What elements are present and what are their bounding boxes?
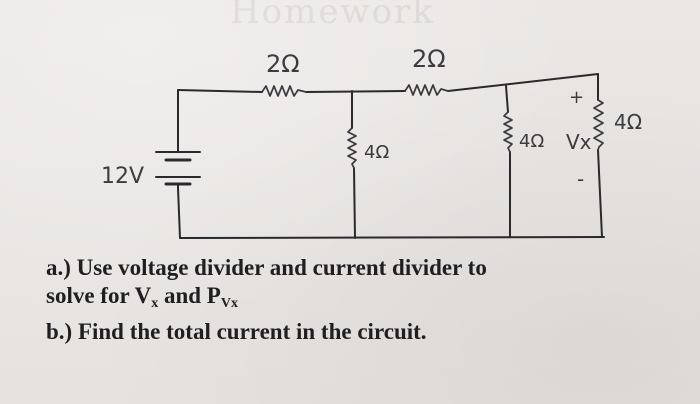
right-resistor-label: 4Ω <box>614 110 642 134</box>
vx-label: Vx <box>566 130 592 154</box>
wire-r1-to-r2 <box>305 90 406 93</box>
top-resistor-right-zigzag <box>404 84 449 96</box>
faded-header-text: Homework <box>230 0 435 32</box>
top-resistor-left-label: 2Ω <box>266 50 300 78</box>
minus-sign: - <box>577 167 584 191</box>
wire-shunt1-bottom <box>353 167 356 239</box>
plus-sign: + <box>569 87 584 108</box>
battery-symbol <box>155 151 201 189</box>
wire-shunt2-top <box>505 85 509 113</box>
shunt1-resistor-zigzag <box>347 127 357 169</box>
shunt2-resistor-zigzag <box>503 111 513 153</box>
shunt2-resistor-label: 4Ω <box>519 131 544 152</box>
question-a-line-2: solve for Vx and PVx <box>46 282 666 318</box>
question-a-sub2: Vx <box>220 296 238 311</box>
top-resistor-left-zigzag <box>261 85 307 97</box>
top-resistor-right-label: 2Ω <box>412 45 446 73</box>
wire-right-bottom <box>597 149 603 238</box>
question-b-line: b.) Find the total current in the circui… <box>46 319 427 344</box>
wire-bottom <box>179 236 605 239</box>
question-a-sub1: x <box>151 296 159 311</box>
wire-r2-to-right <box>447 73 599 92</box>
shunt1-resistor-label: 4Ω <box>364 142 389 163</box>
question-a-line-1: a.) Use voltage divider and current divi… <box>46 255 487 280</box>
source-voltage-label: 12V <box>101 164 144 189</box>
question-a-part1: solve for V <box>46 283 152 308</box>
question-a-part2: and P <box>158 283 221 308</box>
question-text-block: a.) Use voltage divider and current divi… <box>46 254 666 346</box>
right-resistor-zigzag <box>593 99 604 151</box>
wire-top-to-r1 <box>177 89 263 93</box>
wire-left-bottom <box>177 187 181 239</box>
